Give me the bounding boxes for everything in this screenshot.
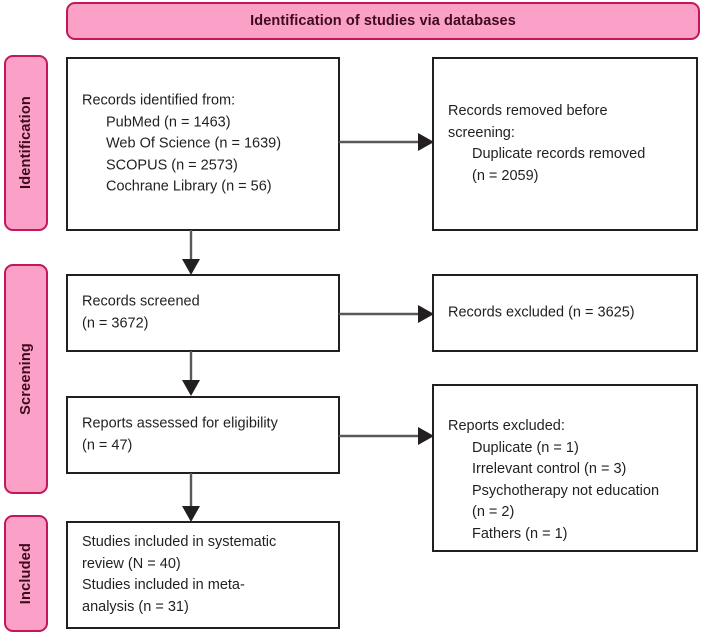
flow-line: review (N = 40): [82, 555, 181, 572]
flow-line: Irrelevant control (n = 3): [472, 461, 627, 477]
connector-arrow-reports-assessed-to-studies-included: [182, 473, 200, 522]
stage-tab-identification: Identification: [4, 55, 48, 231]
flow-line: (n = 3672): [82, 315, 149, 331]
box-studies-included-content: Studies included in systematic review (N…: [82, 532, 330, 618]
box-records-excluded-content: Records excluded (n = 3625): [448, 302, 688, 324]
stage-tab-included-label: Included: [18, 542, 34, 605]
identification-header-banner: Identification of studies via databases: [66, 2, 700, 40]
flow-line: PubMed (n = 1463): [106, 113, 231, 130]
flow-line: SCOPUS (n = 2573): [106, 156, 238, 173]
flow-line: Records removed before: [448, 103, 608, 119]
flow-line: Studies included in systematic: [82, 534, 277, 550]
box-reports-excluded: Reports excluded: Duplicate (n = 1) Irre…: [432, 384, 698, 552]
flow-line: Records identified from:: [82, 92, 236, 109]
flow-line: Records excluded (n = 3625): [448, 304, 635, 321]
box-records-identified-content: Records identified from: PubMed (n = 146…: [82, 90, 330, 198]
flow-line: Duplicate (n = 1): [472, 439, 579, 456]
flow-line: Reports excluded:: [448, 418, 565, 434]
flow-line: Studies included in meta-: [82, 577, 245, 593]
flow-line: analysis (n = 31): [82, 598, 189, 615]
box-reports-excluded-content: Reports excluded: Duplicate (n = 1) Irre…: [448, 416, 688, 545]
box-records-screened-content: Records screened (n = 3672): [82, 292, 330, 335]
flow-line: (n = 2059): [472, 167, 539, 184]
flow-line: Duplicate records removed: [472, 146, 646, 162]
flow-line: (n = 2): [472, 504, 515, 520]
box-records-excluded: Records excluded (n = 3625): [432, 274, 698, 352]
flow-line: Reports assessed for eligibility: [82, 415, 278, 432]
header-banner-label: Identification of studies via databases: [250, 13, 516, 29]
stage-tab-identification-label: Identification: [18, 96, 34, 190]
flow-line: (n = 47): [82, 437, 133, 453]
stage-tab-screening-label: Screening: [18, 343, 34, 415]
stage-tab-included: Included: [4, 515, 48, 632]
connector-arrow-reports-assessed-to-reports-excluded: [339, 427, 434, 445]
stage-tab-screening: Screening: [4, 264, 48, 494]
box-records-removed-content: Records removed before screening: Duplic…: [448, 101, 688, 187]
flow-line: Psychotherapy not education: [472, 482, 660, 499]
box-records-screened: Records screened (n = 3672): [66, 274, 340, 352]
connector-arrow-identified-to-removed: [339, 133, 434, 151]
flow-line: Records screened: [82, 293, 200, 310]
box-records-removed-before-screening: Records removed before screening: Duplic…: [432, 57, 698, 231]
connector-arrow-screened-to-excluded: [339, 305, 434, 323]
box-records-identified: Records identified from: PubMed (n = 146…: [66, 57, 340, 231]
flow-line: Fathers (n = 1): [472, 525, 568, 542]
flow-line: Cochrane Library (n = 56): [106, 178, 272, 195]
connector-arrow-screened-to-reports-assessed: [182, 351, 200, 396]
box-studies-included: Studies included in systematic review (N…: [66, 521, 340, 629]
connector-arrow-identified-to-screened: [182, 230, 200, 275]
box-reports-assessed-content: Reports assessed for eligibility (n = 47…: [82, 414, 330, 457]
box-reports-assessed-for-eligibility: Reports assessed for eligibility (n = 47…: [66, 396, 340, 474]
flow-line: screening:: [448, 124, 515, 141]
flow-line: Web Of Science (n = 1639): [106, 135, 282, 152]
